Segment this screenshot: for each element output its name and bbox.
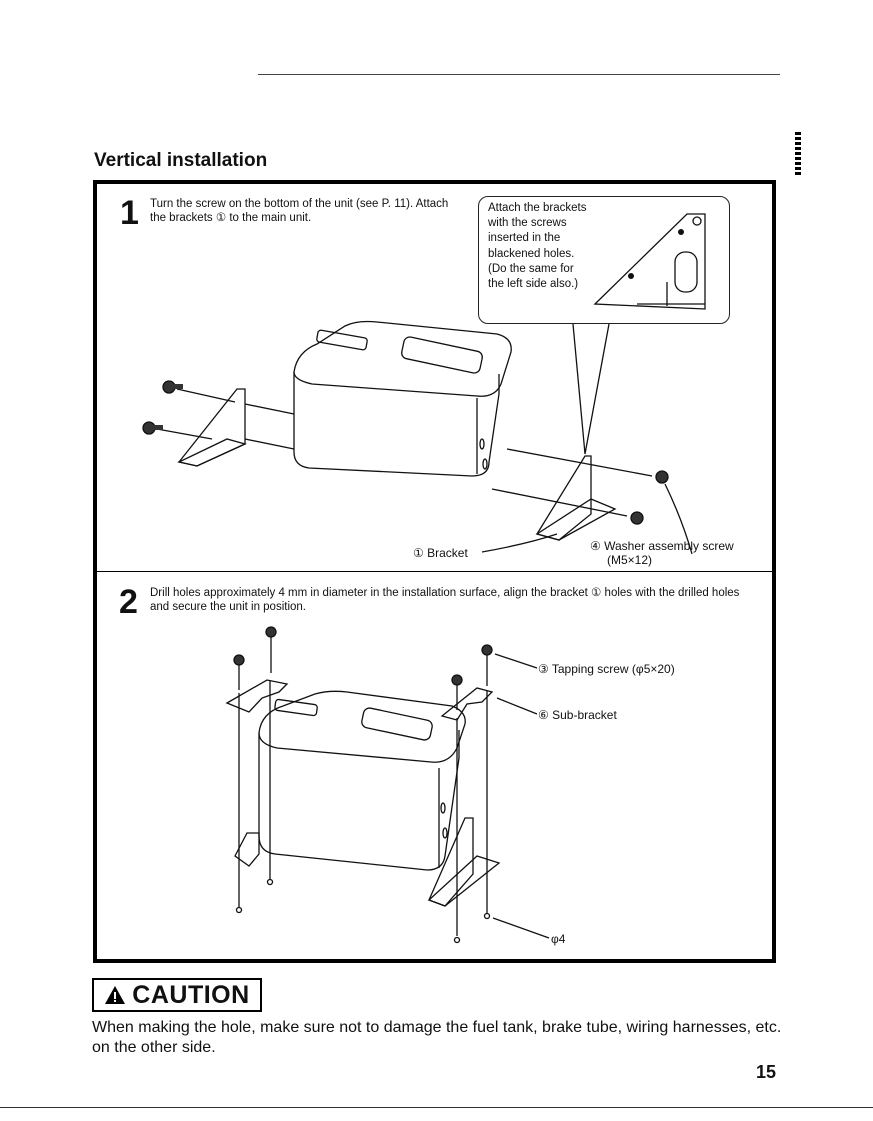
header-rule bbox=[258, 74, 780, 75]
step-2-text: Drill holes approximately 4 mm in diamet… bbox=[150, 587, 740, 613]
step-2-illustration bbox=[225, 626, 550, 944]
footer-rule bbox=[0, 1107, 873, 1108]
sub-bracket-label: ⑥ Sub-bracket bbox=[538, 708, 617, 722]
tapping-screw-label: ③ Tapping screw (φ5×20) bbox=[538, 662, 675, 676]
callout-box bbox=[478, 196, 730, 324]
callout-text: Attach the brackets with the screws inse… bbox=[488, 202, 587, 291]
sub-bracket-drawing bbox=[225, 679, 494, 721]
caution-heading-box: CAUTION bbox=[92, 978, 262, 1012]
hole-diameter-label: φ4 bbox=[551, 932, 566, 946]
screw-icon bbox=[233, 654, 245, 690]
step-1-illustration bbox=[142, 213, 706, 555]
screw-icon bbox=[451, 674, 463, 710]
screw-icon bbox=[630, 511, 644, 525]
caution-text: When making the hole, make sure not to d… bbox=[92, 1019, 782, 1056]
instruction-frame bbox=[93, 180, 776, 963]
step-1-text: Turn the screw on the bottom of the unit… bbox=[150, 198, 449, 224]
main-unit-drawing bbox=[258, 690, 466, 871]
warning-triangle-icon bbox=[105, 986, 126, 1004]
section-title: Vertical installation bbox=[94, 150, 268, 171]
washer-screw-size: (M5×12) bbox=[607, 553, 653, 567]
callout-bracket-drawing bbox=[593, 213, 706, 310]
page-number: 15 bbox=[756, 1062, 777, 1082]
left-bracket-drawing bbox=[177, 388, 247, 467]
bracket-label: ① Bracket bbox=[413, 546, 468, 560]
step-2-number: 2 bbox=[119, 583, 138, 621]
step-1-number: 1 bbox=[120, 194, 139, 232]
washer-screw-label: ④ Washer assembly screw bbox=[590, 539, 734, 553]
bracket-drawing bbox=[234, 817, 501, 907]
blackened-hole-icon bbox=[628, 273, 634, 279]
caution-heading: CAUTION bbox=[132, 980, 250, 1009]
screw-icon bbox=[265, 626, 277, 673]
edge-tab-marker bbox=[795, 132, 801, 176]
screw-icon bbox=[142, 421, 163, 435]
step-divider bbox=[97, 571, 772, 572]
screw-icon bbox=[162, 380, 183, 394]
right-bracket-drawing bbox=[535, 455, 617, 541]
main-unit-drawing bbox=[293, 320, 512, 477]
screw-icon bbox=[481, 644, 493, 686]
screw-icon bbox=[655, 470, 669, 484]
blackened-hole-icon bbox=[678, 229, 684, 235]
